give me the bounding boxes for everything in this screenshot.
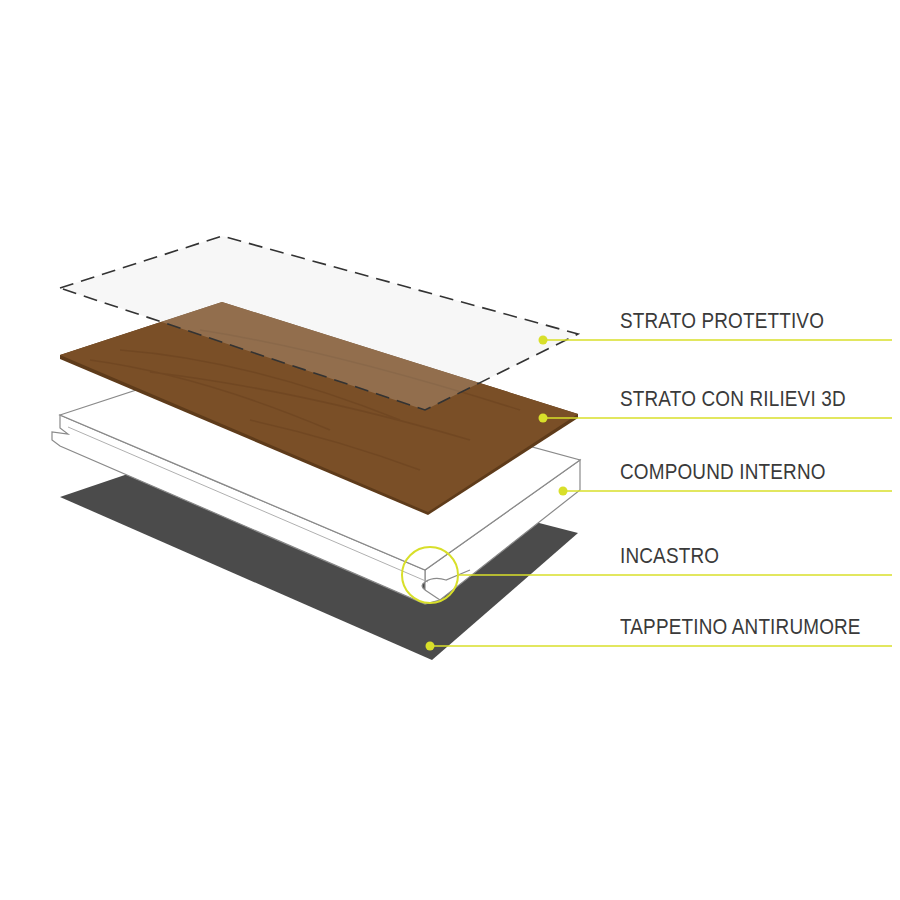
- layer-label: STRATO CON RILIEVI 3D: [620, 386, 846, 412]
- layer-label: INCASTRO: [620, 543, 719, 569]
- layer-label: TAPPETINO ANTIRUMORE: [620, 614, 861, 640]
- callout-circle: [402, 547, 458, 603]
- leader-dot: [426, 642, 435, 651]
- leader-dot: [539, 336, 548, 345]
- protective-outline: [60, 236, 578, 410]
- leader-line: [543, 339, 892, 340]
- layer-label: STRATO PROTETTIVO: [620, 308, 824, 334]
- layer-label: COMPOUND INTERNO: [620, 459, 826, 485]
- leader-dot: [559, 487, 568, 496]
- leader-dot: [539, 414, 548, 423]
- leader-line: [563, 490, 892, 491]
- leader-line: [458, 574, 892, 575]
- joint-profile: [425, 570, 470, 582]
- leader-line: [543, 417, 892, 418]
- leader-line: [430, 645, 892, 646]
